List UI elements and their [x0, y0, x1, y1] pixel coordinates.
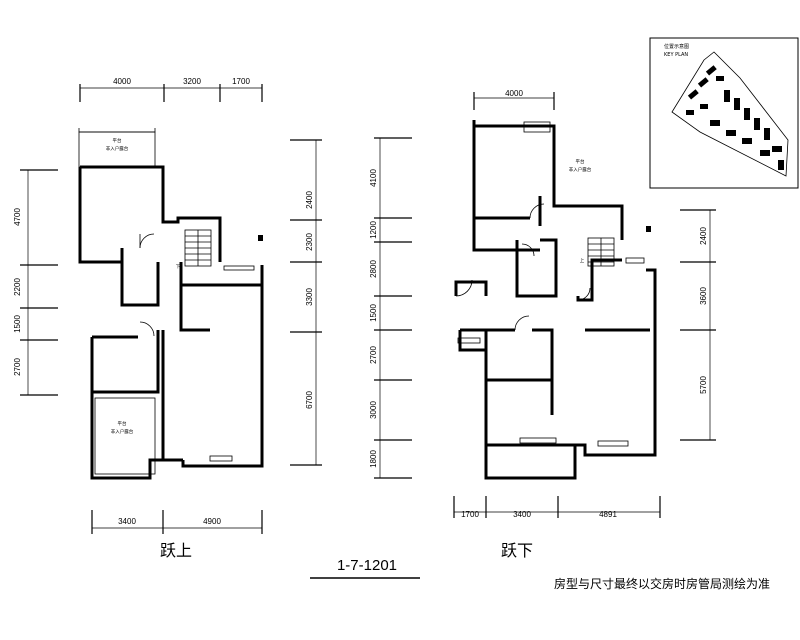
dim-label: 4000	[505, 89, 523, 98]
disclaimer-note: 房型与尺寸最终以交房时房管局测绘为准	[554, 576, 770, 591]
dim-label: 2200	[13, 278, 22, 296]
key-plan-title: 位置示意图	[664, 43, 689, 50]
balcony-sublabel: 非入户露台	[569, 166, 592, 173]
dim-label: 4000	[113, 77, 131, 86]
lower-top-dimensions: 4000	[473, 89, 555, 110]
upper-left-dimensions: 4700 2200 1500 2700	[13, 169, 58, 396]
balcony-label: 平台	[576, 158, 585, 165]
dim-label: 2700	[13, 358, 22, 376]
dim-label: 1700	[232, 77, 250, 86]
dim-label: 4100	[369, 169, 378, 187]
lower-floor-caption: 跃下	[501, 541, 533, 560]
dim-label: 1700	[461, 510, 479, 519]
dim-label: 2700	[369, 346, 378, 364]
dim-label: 3300	[305, 288, 314, 306]
stair-direction-label: 上	[580, 257, 585, 264]
dim-label: 2400	[699, 227, 708, 245]
upper-floor-plan: 4000 3200 1700 4700 2200 1500 2700 2400	[13, 77, 322, 560]
lower-bottom-dimensions: 1700 3400 4891	[453, 496, 661, 519]
dim-label: 6700	[305, 391, 314, 409]
upper-bottom-dimensions: 3400 4900	[91, 510, 263, 534]
dim-label: 3400	[513, 510, 531, 519]
dim-label: 3600	[699, 287, 708, 305]
dim-label: 4891	[599, 510, 617, 519]
dim-label: 3000	[369, 401, 378, 419]
lower-right-dimensions: 2400 3600 5700	[680, 209, 716, 441]
lower-floor-plan: 4000 4100 1200 2800 1500 2700 3000 1800	[369, 89, 716, 560]
dim-label: 1800	[369, 450, 378, 468]
upper-right-dimensions: 2400 2300 3300 6700	[290, 139, 322, 466]
dim-label: 1500	[369, 304, 378, 322]
balcony-sublabel: 非入户露台	[111, 428, 134, 435]
balcony-sublabel: 非入户露台	[106, 145, 129, 152]
stair-direction-label: 下	[176, 264, 181, 270]
balcony-label: 平台	[118, 420, 127, 427]
balcony-label: 平台	[113, 137, 122, 144]
dim-label: 2300	[305, 233, 314, 251]
dim-label: 5700	[699, 376, 708, 394]
upper-walls	[78, 128, 264, 480]
lower-walls	[454, 120, 657, 480]
site-buildings	[686, 65, 784, 170]
dim-label: 1200	[369, 221, 378, 239]
site-boundary	[671, 51, 789, 177]
upper-floor-caption: 跃上	[160, 541, 192, 560]
dim-label: 1500	[13, 315, 22, 333]
unit-code: 1-7-1201	[337, 557, 397, 574]
dim-label: 4900	[203, 517, 221, 526]
dim-label: 2800	[369, 260, 378, 278]
dim-label: 2400	[305, 191, 314, 209]
key-plan-subtitle: KEY PLAN	[664, 52, 688, 58]
lower-left-dimensions: 4100 1200 2800 1500 2700 3000 1800	[369, 137, 412, 479]
upper-top-dimensions: 4000 3200 1700	[79, 77, 263, 102]
dim-label: 3400	[118, 517, 136, 526]
key-plan: 位置示意图 KEY PLAN	[649, 37, 799, 189]
dim-label: 4700	[13, 208, 22, 226]
dim-label: 3200	[183, 77, 201, 86]
